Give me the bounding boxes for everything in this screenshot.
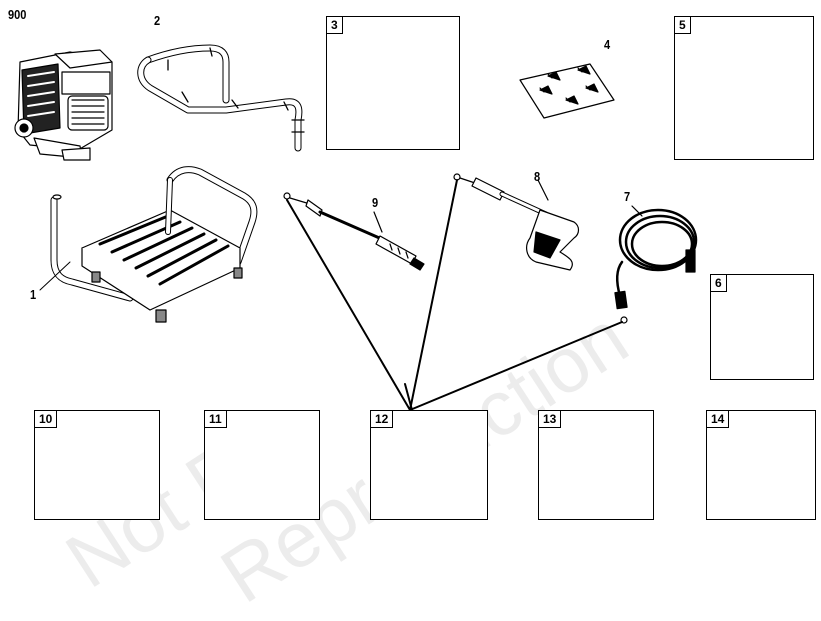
hose-icon	[614, 205, 698, 324]
callout-nozzle-pack: 4	[604, 37, 611, 52]
nozzle-pack-icon	[519, 63, 615, 119]
gun-icon	[453, 173, 580, 271]
callout-handle: 2	[154, 13, 161, 28]
box-12: 12	[370, 410, 488, 520]
box-14: 14	[706, 410, 816, 520]
callout-frame: 1	[30, 287, 37, 302]
box-label-13: 13	[539, 411, 562, 428]
box-5: 5	[674, 16, 814, 160]
frame-icon	[39, 166, 258, 323]
callout-lance: 9	[372, 195, 379, 210]
box-label-14: 14	[707, 411, 730, 428]
box-label-6: 6	[711, 275, 727, 292]
callout-hose: 7	[624, 189, 631, 204]
engine-icon	[14, 49, 113, 161]
box-3: 3	[326, 16, 460, 150]
box-13: 13	[538, 410, 654, 520]
callout-gun: 8	[534, 169, 541, 184]
box-11: 11	[204, 410, 320, 520]
box-label-12: 12	[371, 411, 394, 428]
box-label-3: 3	[327, 17, 343, 34]
box-label-10: 10	[35, 411, 58, 428]
handle-icon	[137, 44, 305, 152]
box-label-5: 5	[675, 17, 691, 34]
parts-diagram: Not For Reproduction	[8, 7, 816, 620]
callout-engine: 900	[8, 7, 27, 22]
leader-lines	[286, 179, 623, 411]
box-6: 6	[710, 274, 814, 380]
box-label-11: 11	[205, 411, 227, 428]
lance-icon	[283, 192, 425, 271]
box-10: 10	[34, 410, 160, 520]
